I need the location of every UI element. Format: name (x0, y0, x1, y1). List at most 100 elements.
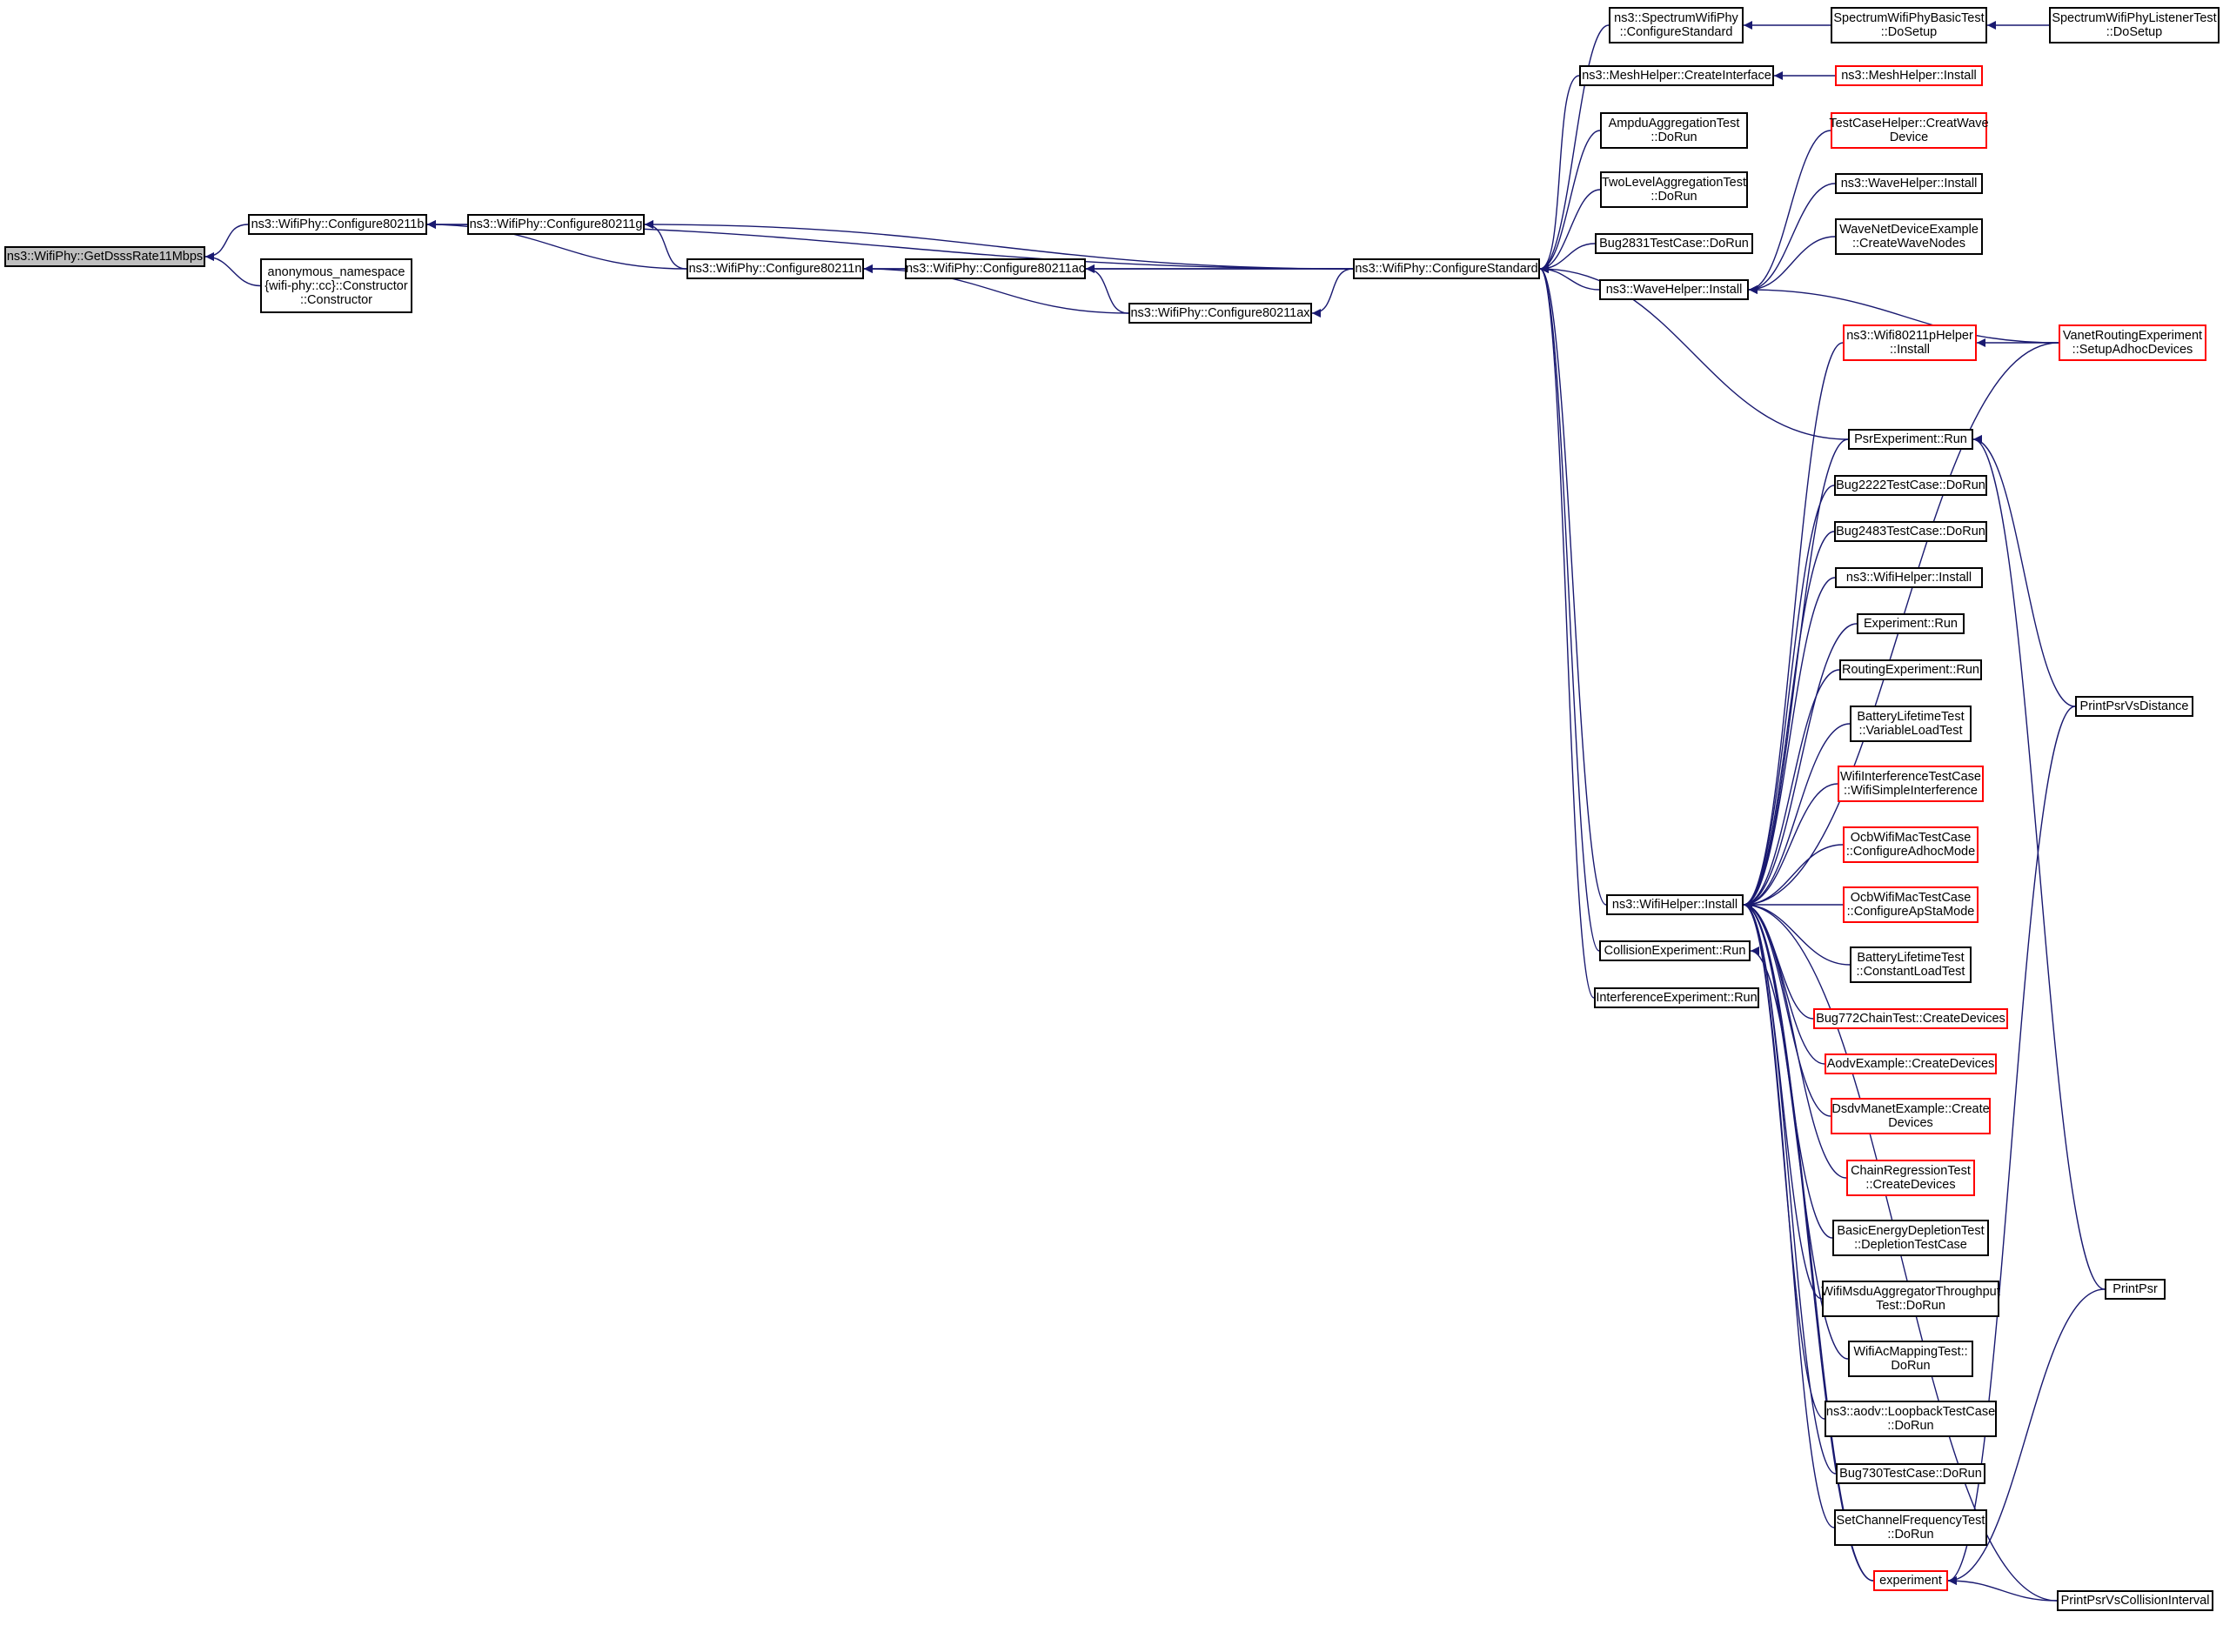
call-edge (1743, 531, 1835, 909)
node-mesh-helper-create-interface[interactable]: ns3::MeshHelper::CreateInterface (1579, 65, 1774, 86)
node-label-line: Bug2222TestCase::DoRun (1836, 478, 1985, 492)
node-collision-experiment-run[interactable]: CollisionExperiment::Run (1599, 940, 1751, 961)
node-configure-80211b[interactable]: ns3::WifiPhy::Configure80211b (248, 214, 427, 235)
node-wifi-helper-install-2[interactable]: ns3::WifiHelper::Install (1835, 567, 1983, 588)
node-mesh-helper-install[interactable]: ns3::MeshHelper::Install (1835, 65, 1983, 86)
node-label-line: InterferenceExperiment::Run (1596, 991, 1758, 1005)
node-routing-experiment-run[interactable]: RoutingExperiment::Run (1839, 659, 1982, 680)
node-label-line: ns3::WifiHelper::Install (1611, 898, 1738, 912)
node-two-level-aggregation-test[interactable]: TwoLevelAggregationTest::DoRun (1600, 171, 1748, 208)
node-label-line: ::Install (1890, 343, 1930, 357)
node-bug2222-test-case[interactable]: Bug2222TestCase::DoRun (1834, 475, 1987, 496)
node-label-line: Bug2483TestCase::DoRun (1836, 525, 1985, 538)
node-bug2831-test-case[interactable]: Bug2831TestCase::DoRun (1595, 233, 1753, 254)
call-edge (1539, 243, 1596, 273)
call-edge (1748, 236, 1836, 294)
node-label-line: WifiMsduAggregatorThroughput (1821, 1285, 2000, 1299)
node-experiment-run[interactable]: Experiment::Run (1857, 613, 1965, 634)
call-edge (1748, 285, 2059, 344)
node-label-line: PrintPsrVsCollisionInterval (2060, 1594, 2210, 1608)
call-edge (1743, 900, 1835, 1528)
node-basic-energy-depletion-test[interactable]: BasicEnergyDepletionTest::DepletionTestC… (1832, 1220, 1989, 1256)
node-bug730-test-case[interactable]: Bug730TestCase::DoRun (1836, 1463, 1985, 1484)
node-label-line: ns3::aodv::LoopbackTestCase (1825, 1405, 1996, 1419)
node-wave-net-device-example[interactable]: WaveNetDeviceExample::CreateWaveNodes (1835, 218, 1983, 255)
call-edge (204, 252, 261, 287)
node-label-line: Bug772ChainTest::CreateDevices (1816, 1012, 2005, 1026)
node-wifi-interference-test-case[interactable]: WifiInterferenceTestCase::WifiSimpleInte… (1838, 766, 1984, 802)
node-wifi-helper-install[interactable]: ns3::WifiHelper::Install (1606, 894, 1744, 915)
node-label-line: ::Constructor (300, 292, 372, 307)
node-wave-helper-install-2[interactable]: ns3::WaveHelper::Install (1835, 173, 1983, 194)
node-experiment[interactable]: experiment (1873, 1570, 1948, 1591)
node-print-psr[interactable]: PrintPsr (2105, 1279, 2166, 1300)
call-edge (1947, 1288, 2106, 1585)
node-bug2483-test-case[interactable]: Bug2483TestCase::DoRun (1834, 521, 1987, 542)
node-configure-80211g[interactable]: ns3::WifiPhy::Configure80211g (467, 214, 645, 235)
call-edge (1085, 264, 1129, 314)
node-wifi80211p-helper-install[interactable]: ns3::Wifi80211pHelper::Install (1843, 324, 1977, 361)
node-anonymous-constructor[interactable]: anonymous_namespace{wifi-phy::cc}::Const… (260, 258, 412, 313)
node-spectrum-wifi-phy-configure-standard[interactable]: ns3::SpectrumWifiPhy::ConfigureStandard (1609, 7, 1744, 43)
node-battery-lifetime-variable-load[interactable]: BatteryLifetimeTest::VariableLoadTest (1850, 706, 1972, 742)
node-label-line: ns3::WifiPhy::GetDsssRate11Mbps (6, 250, 204, 264)
node-spectrum-wifi-phy-listener-test[interactable]: SpectrumWifiPhyListenerTest::DoSetup (2049, 7, 2220, 43)
node-label-line: ::ConfigureApStaMode (1846, 905, 1975, 919)
node-chain-regression-test[interactable]: ChainRegressionTest::CreateDevices (1846, 1160, 1975, 1196)
node-label-line: ns3::WifiPhy::ConfigureStandard (1355, 262, 1538, 276)
node-configure-standard[interactable]: ns3::WifiPhy::ConfigureStandard (1353, 258, 1540, 279)
node-ocb-configure-apsta-mode[interactable]: OcbWifiMacTestCase::ConfigureApStaMode (1843, 886, 1979, 923)
node-label-line: ::DoSetup (2106, 25, 2163, 39)
node-label-line: PrintPsrVsDistance (2079, 699, 2189, 713)
call-edge (1743, 844, 1844, 909)
node-configure-80211ax[interactable]: ns3::WifiPhy::Configure80211ax (1128, 303, 1312, 324)
node-label-line: ::DoSetup (1880, 25, 1938, 39)
node-label-line: OcbWifiMacTestCase (1850, 891, 1972, 905)
node-label-line: OcbWifiMacTestCase (1850, 831, 1972, 845)
node-psr-experiment-run[interactable]: PsrExperiment::Run (1848, 429, 1973, 450)
node-label-line: ns3::MeshHelper::CreateInterface (1582, 69, 1771, 83)
node-label-line: ns3::Wifi80211pHelper (1846, 329, 1973, 343)
call-edge (1743, 783, 1838, 909)
node-battery-lifetime-constant-load[interactable]: BatteryLifetimeTest::ConstantLoadTest (1850, 946, 1972, 983)
node-ampdu-aggregation-test[interactable]: AmpduAggregationTest::DoRun (1600, 112, 1748, 149)
call-edge (1539, 264, 1849, 440)
node-label-line: WifiAcMappingTest:: (1853, 1345, 1968, 1359)
call-edge (1311, 268, 1354, 318)
node-label-line: PrintPsr (2113, 1282, 2158, 1296)
node-label-line: VanetRoutingExperiment (2062, 329, 2203, 343)
node-vanet-routing-experiment[interactable]: VanetRoutingExperiment::SetupAdhocDevice… (2059, 324, 2206, 361)
node-label-line: ns3::MeshHelper::Install (1841, 69, 1977, 83)
call-edge (1748, 130, 1831, 294)
node-configure-80211n[interactable]: ns3::WifiPhy::Configure80211n (686, 258, 864, 279)
node-aodv-example-create-devices[interactable]: AodvExample::CreateDevices (1825, 1053, 1997, 1074)
node-label-line: anonymous_namespace (267, 264, 405, 279)
call-edge (644, 220, 1354, 270)
node-label-line: experiment (1879, 1574, 1942, 1588)
node-label-line: AmpduAggregationTest (1608, 117, 1740, 130)
node-label-line: Bug730TestCase::DoRun (1839, 1467, 1982, 1481)
node-label-line: ::ConfigureAdhocMode (1845, 845, 1976, 859)
node-spectrum-wifi-phy-basic-test[interactable]: SpectrumWifiPhyBasicTest::DoSetup (1831, 7, 1987, 43)
node-wifi-ac-mapping-test[interactable]: WifiAcMappingTest::DoRun (1848, 1341, 1973, 1377)
node-ocb-configure-adhoc-mode[interactable]: OcbWifiMacTestCase::ConfigureAdhocMode (1843, 826, 1979, 863)
node-print-psr-vs-collision-interval[interactable]: PrintPsrVsCollisionInterval (2057, 1590, 2213, 1611)
call-edge (1539, 130, 1601, 273)
node-label-line: Test::DoRun (1876, 1299, 1945, 1313)
node-aodv-loopback-test-case[interactable]: ns3::aodv::LoopbackTestCase::DoRun (1825, 1401, 1997, 1437)
call-edge (1972, 435, 2106, 1290)
node-interference-experiment-run[interactable]: InterferenceExperiment::Run (1594, 987, 1759, 1008)
node-wave-helper-install[interactable]: ns3::WaveHelper::Install (1599, 279, 1749, 300)
node-print-psr-vs-distance[interactable]: PrintPsrVsDistance (2075, 696, 2193, 717)
node-set-channel-frequency-test[interactable]: SetChannelFrequencyTest::DoRun (1834, 1509, 1987, 1546)
node-label-line: ::SetupAdhocDevices (2072, 343, 2193, 357)
node-label-line: RoutingExperiment::Run (1842, 663, 1979, 677)
node-label-line: TwoLevelAggregationTest (1601, 176, 1747, 190)
node-bug772-chain-test[interactable]: Bug772ChainTest::CreateDevices (1813, 1008, 2008, 1029)
node-configure-80211ac[interactable]: ns3::WifiPhy::Configure80211ac (905, 258, 1086, 279)
node-label-line: ns3::WifiPhy::Configure80211ax (1130, 306, 1310, 320)
